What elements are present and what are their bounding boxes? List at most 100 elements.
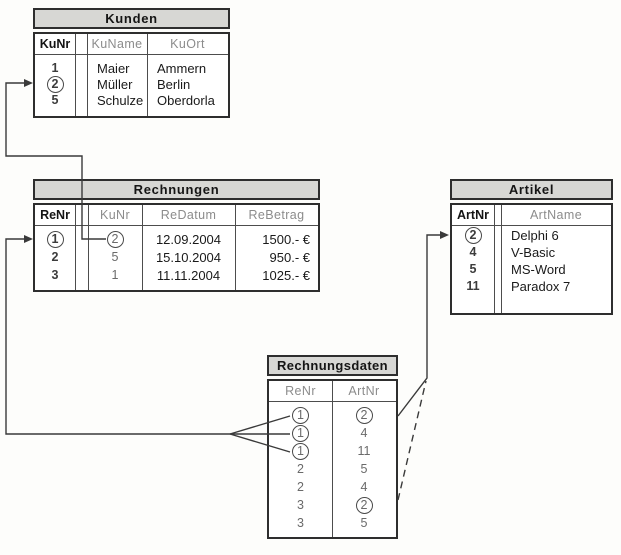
table-row: 2 5 15.10.2004 950.- €	[35, 248, 318, 266]
key-value: 2	[51, 249, 59, 264]
column-header-renr: ReNr	[40, 208, 70, 222]
cell-kunr: 1	[35, 60, 75, 76]
table-kunden-title: Kunden	[33, 8, 230, 29]
table-row: 2 4	[269, 478, 396, 496]
foreign-key-value: 3	[297, 515, 304, 530]
table-row: 11 Paradox 7	[452, 278, 611, 295]
table-row: 3 2	[269, 496, 396, 514]
cell-kuname: Müller	[97, 76, 133, 92]
circled-key-value: 2	[464, 227, 482, 244]
column-divider	[494, 205, 495, 313]
table-kunden: Kunden KuNr KuName KuOrt 1 Maier Ammern …	[33, 8, 230, 118]
column-divider	[332, 381, 333, 537]
key-value: 3	[51, 267, 59, 282]
table-row: 3 1 11.11.2004 1025.- €	[35, 266, 318, 284]
cell-artname: MS-Word	[511, 262, 566, 277]
column-header-artname: ArtName	[529, 208, 583, 222]
circled-foreign-key-value: 2	[355, 496, 373, 514]
table-artikel: Artikel ArtNr ArtName 2 Delphi 6 4 V-Bas…	[450, 179, 613, 315]
arrowhead-into-artikel-icon	[440, 231, 449, 239]
foreign-key-value: 4	[360, 479, 368, 494]
table-rechnungsdaten: Rechnungsdaten ReNr ArtNr 1 2 1 4 1 11	[267, 355, 398, 539]
circled-foreign-key-value: 2	[355, 406, 373, 424]
column-divider	[501, 205, 502, 313]
cell-kuname: Maier	[97, 60, 130, 76]
foreign-key-value: 3	[297, 497, 304, 512]
column-header-kunr: KuNr	[99, 208, 131, 222]
table-rechnungen: Rechnungen ReNr KuNr ReDatum ReBetrag 1 …	[33, 179, 320, 292]
circled-key-value: 2	[46, 75, 64, 93]
table-row: 1 2 12.09.2004 1500.- €	[35, 230, 318, 248]
header-divider	[452, 225, 611, 226]
foreign-key-value: 2	[297, 461, 304, 476]
cell-rebetrag: 950.- €	[269, 249, 310, 265]
circled-foreign-key-value: 1	[292, 424, 309, 442]
arrowhead-into-kunden-icon	[24, 79, 33, 87]
key-gap-column	[75, 205, 88, 225]
foreign-key-value: 4	[360, 425, 368, 440]
column-header-kunr: KuNr	[39, 37, 71, 51]
table-row: 5 MS-Word	[452, 261, 611, 278]
table-row: 5 Schulze Oberdorla	[35, 92, 228, 108]
column-header-artnr: ArtNr	[457, 208, 489, 222]
cell-rebetrag: 1025.- €	[262, 267, 310, 283]
table-artikel-grid: ArtNr ArtName 2 Delphi 6 4 V-Basic 5 MS-…	[450, 203, 613, 315]
column-divider	[142, 205, 143, 290]
table-rechnungsdaten-grid: ReNr ArtNr 1 2 1 4 1 11 2 5 2 4	[267, 379, 398, 539]
column-divider	[75, 34, 76, 116]
circled-foreign-key-value: 2	[106, 230, 124, 248]
cell-rebetrag: 1500.- €	[262, 231, 310, 247]
cell-kuort: Berlin	[157, 76, 191, 92]
column-divider	[75, 205, 76, 290]
foreign-key-value: 5	[360, 515, 368, 530]
table-row: 1 Maier Ammern	[35, 60, 228, 76]
column-header-kuort: KuOrt	[170, 37, 205, 51]
table-rechnungen-title: Rechnungen	[33, 179, 320, 200]
foreign-key-value: 5	[111, 249, 119, 264]
header-row: ArtNr ArtName	[452, 205, 611, 225]
column-header-artnr: ArtNr	[348, 384, 380, 398]
key-value: 4	[469, 245, 477, 260]
header-row: ReNr ArtNr	[269, 381, 396, 401]
cell-kunr: 5	[35, 92, 75, 108]
column-header-kuname: KuName	[91, 37, 143, 51]
table-row: 4 V-Basic	[452, 244, 611, 261]
table-row: 2 5	[269, 460, 396, 478]
cell-redatum: 11.11.2004	[156, 267, 221, 283]
column-divider	[88, 205, 89, 290]
column-divider	[87, 34, 88, 116]
header-row: ReNr KuNr ReDatum ReBetrag	[35, 205, 318, 225]
cell-kuort: Oberdorla	[157, 92, 215, 108]
relation-artnr-line	[397, 234, 440, 417]
key-gap-column	[75, 34, 87, 54]
foreign-key-value: 1	[111, 267, 119, 282]
foreign-key-value: 11	[357, 443, 371, 458]
key-value: 1	[51, 60, 59, 75]
key-gap-column	[494, 205, 501, 225]
table-row: 1 4	[269, 424, 396, 442]
column-header-renr: ReNr	[285, 384, 316, 398]
header-divider	[269, 401, 396, 402]
table-row: 1 2	[269, 406, 396, 424]
column-header-redatum: ReDatum	[160, 208, 217, 222]
foreign-key-value: 5	[360, 461, 368, 476]
table-kunden-grid: KuNr KuName KuOrt 1 Maier Ammern 2 Mülle…	[33, 32, 230, 118]
cell-artname: Delphi 6	[511, 228, 559, 243]
table-row: 2 Delphi 6	[452, 227, 611, 244]
column-divider	[147, 34, 148, 116]
header-divider	[35, 225, 318, 226]
table-row: 1 11	[269, 442, 396, 460]
circled-key-value: 1	[46, 230, 64, 248]
cell-kuort: Ammern	[157, 60, 207, 76]
table-artikel-title: Artikel	[450, 179, 613, 200]
cell-kunr: 2	[35, 75, 75, 93]
cell-redatum: 12.09.2004	[155, 231, 222, 247]
header-divider	[35, 54, 228, 55]
circled-foreign-key-value: 1	[292, 442, 309, 460]
column-divider	[235, 205, 236, 290]
key-value: 11	[466, 279, 480, 294]
arrowhead-into-rechnungen-icon	[24, 235, 33, 243]
relation-artnr-dashed-line	[397, 380, 427, 501]
table-rechnungen-grid: ReNr KuNr ReDatum ReBetrag 1 2 12.09.200…	[33, 203, 320, 292]
